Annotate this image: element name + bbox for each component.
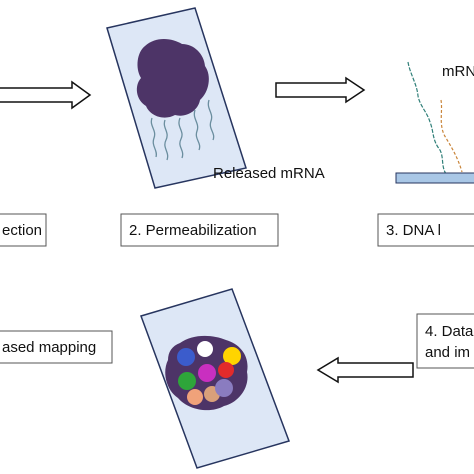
step3-label: 3. DNA l xyxy=(386,222,441,239)
step4-label-line2: and im xyxy=(425,344,470,361)
arrow-step2-to-step3 xyxy=(275,76,366,104)
step1-box: ection xyxy=(0,213,47,247)
step4-label-line1: 4. Data xyxy=(425,323,474,340)
spot-marker xyxy=(178,372,196,390)
mrna-label: mRN xyxy=(442,63,474,80)
dna-library-graphic xyxy=(395,61,474,184)
arrow-step4-to-step5 xyxy=(316,356,414,384)
spot-marker xyxy=(223,347,241,365)
spot-marker xyxy=(218,362,234,378)
mrna-strand xyxy=(407,61,447,175)
spot-marker xyxy=(198,364,216,382)
spot-marker xyxy=(187,389,203,405)
capture-surface xyxy=(395,172,474,184)
released-mrna-threads xyxy=(150,99,215,161)
mapping-slide xyxy=(140,288,290,469)
step1-label: ection xyxy=(2,222,42,239)
spot-markers xyxy=(177,341,241,405)
arrow-step1-to-step2 xyxy=(0,80,92,110)
step5-label: ased mapping xyxy=(2,339,96,356)
step5-box: ased mapping xyxy=(0,330,113,364)
step3-box: 3. DNA l xyxy=(377,213,474,247)
spot-marker xyxy=(177,348,195,366)
spot-marker xyxy=(215,379,233,397)
mrna-strand-secondary xyxy=(440,99,463,173)
step2-box: 2. Permeabilization xyxy=(120,213,279,247)
released-mrna-label: Released mRNA xyxy=(213,165,325,182)
spot-marker xyxy=(197,341,213,357)
permeabilization-slide xyxy=(106,7,247,189)
step4-box: 4. Data and im xyxy=(416,313,474,369)
tissue-section xyxy=(136,39,209,118)
step2-label: 2. Permeabilization xyxy=(129,222,257,239)
